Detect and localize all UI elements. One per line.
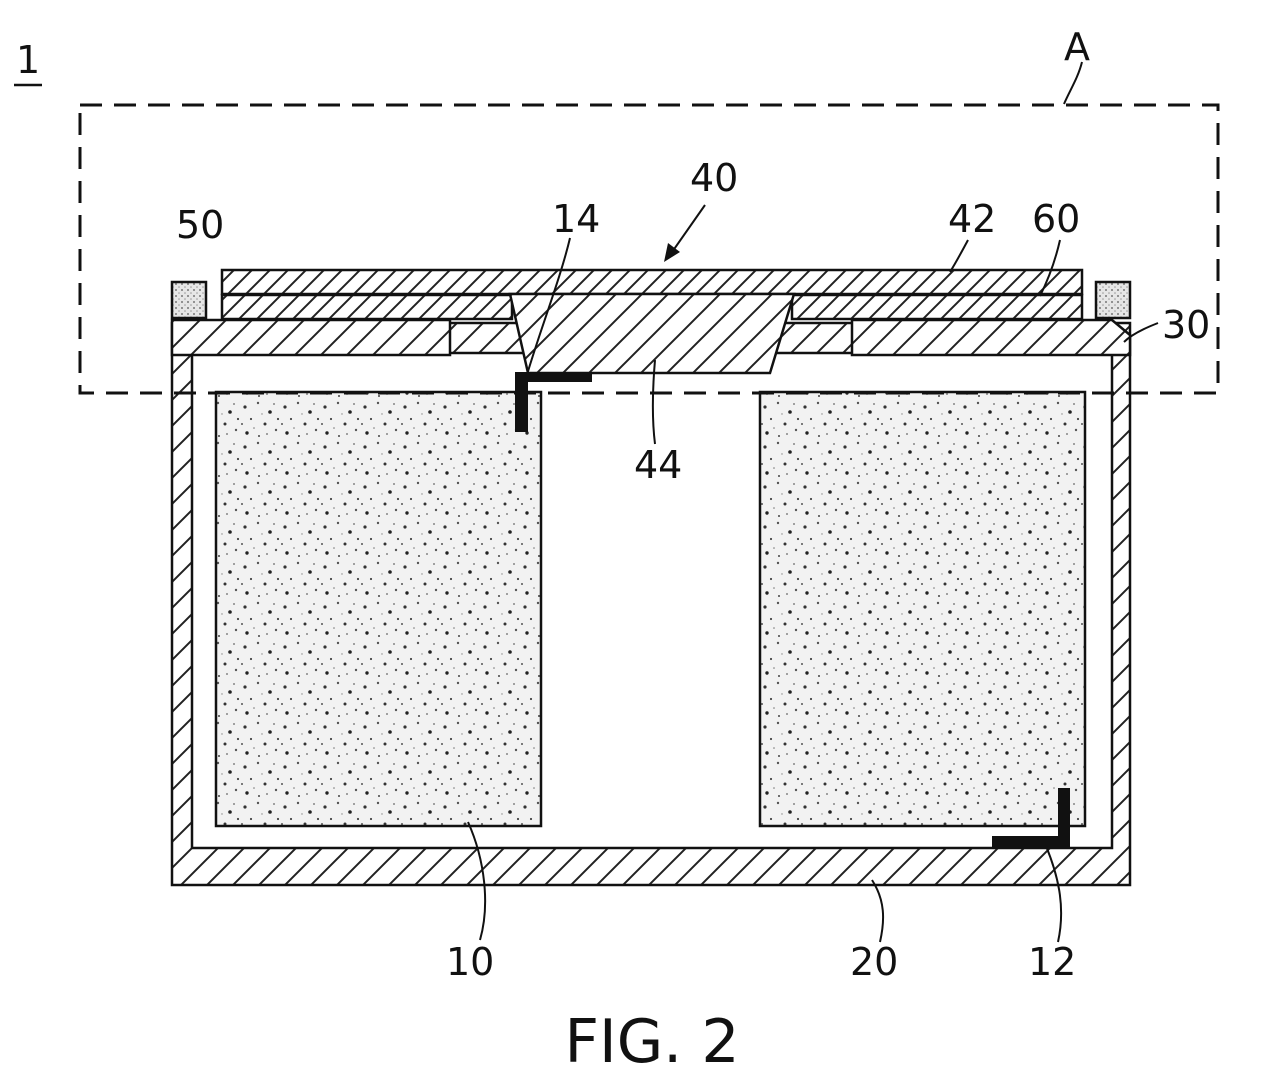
device-ref-label: 1: [16, 38, 40, 82]
leader-terminal-pin: [653, 360, 655, 444]
leader-terminal: [670, 205, 705, 255]
label-insulator: 60: [1032, 197, 1080, 241]
gasket-left: [172, 282, 206, 318]
leader-case: [872, 880, 883, 942]
pouch-right: [760, 392, 1085, 826]
label-gasket: 50: [176, 203, 224, 247]
label-terminal: 40: [690, 156, 738, 200]
insulator-left: [222, 295, 512, 319]
cap-plate-right: [852, 320, 1130, 355]
lead-top: [515, 372, 592, 432]
leader-terminal-plate: [950, 240, 968, 272]
label-case: 20: [850, 940, 898, 984]
terminal-pin: [510, 294, 794, 373]
label-lead-top: 14: [552, 197, 600, 241]
cap-plate-left: [172, 320, 450, 355]
label-cap-plate: 30: [1162, 303, 1210, 347]
label-lead-bottom: 12: [1028, 940, 1076, 984]
terminal-plate: [222, 270, 1082, 294]
insulator-right: [792, 295, 1082, 319]
gasket-right: [1096, 282, 1130, 318]
label-pouch: 10: [446, 940, 494, 984]
label-terminal-plate: 42: [948, 197, 996, 241]
pouch-left: [216, 392, 541, 826]
label-region-a: A: [1064, 25, 1090, 69]
figure-caption: FIG. 2: [564, 1007, 739, 1072]
label-terminal-pin: 44: [634, 443, 682, 487]
